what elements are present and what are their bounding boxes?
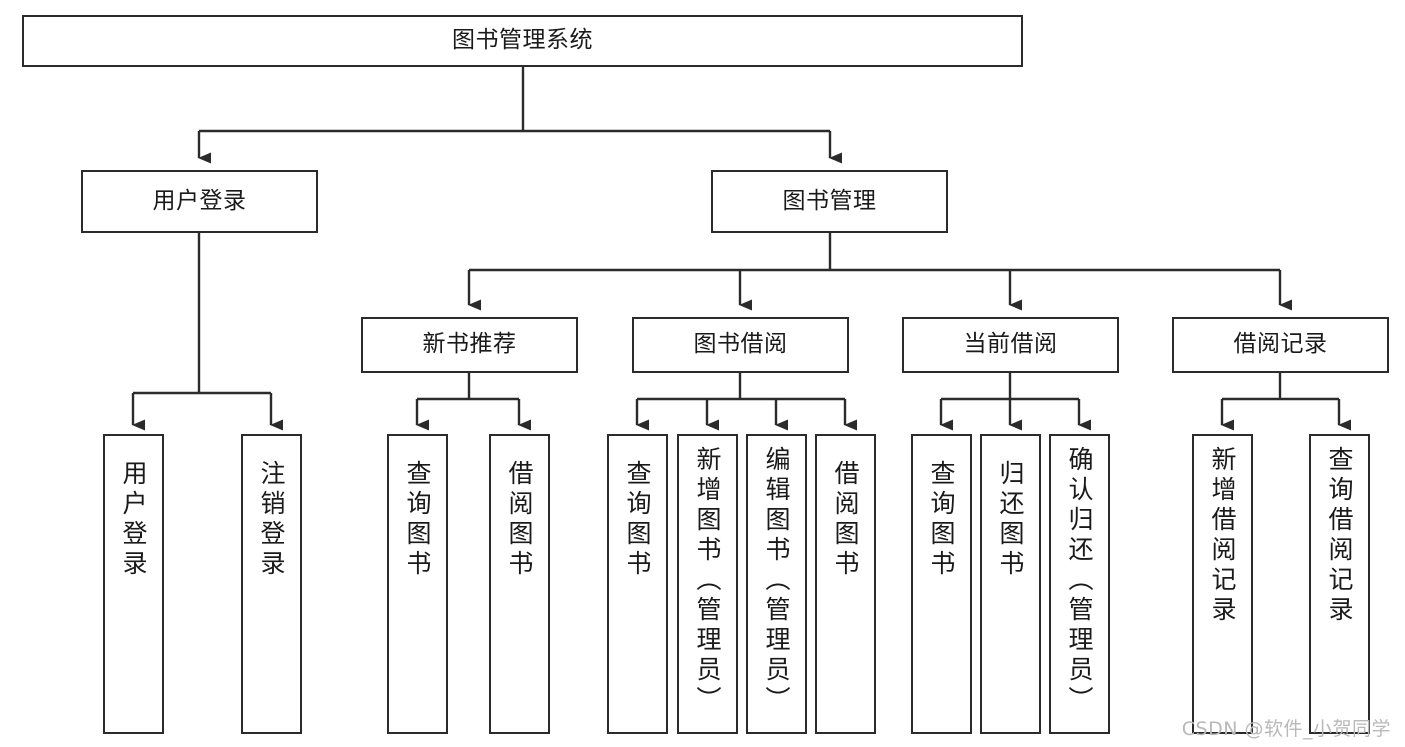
node-nbr-borrow[interactable]: 借阅图书 — [489, 434, 550, 734]
node-bb-borrow[interactable]: 借阅图书 — [815, 434, 876, 734]
node-bb-edit-label: 编辑图书（管理员） — [762, 446, 791, 716]
node-user-login-logout-label: 注销登录 — [257, 460, 286, 580]
node-root-label: 图书管理系统 — [452, 27, 593, 54]
node-br-query-label: 查询借阅记录 — [1325, 446, 1354, 626]
node-bb-edit[interactable]: 编辑图书（管理员） — [746, 434, 807, 734]
node-borrow-record[interactable]: 借阅记录 — [1172, 317, 1389, 373]
node-current-borrow-label: 当前借阅 — [963, 331, 1058, 358]
node-cb-return[interactable]: 归还图书 — [980, 434, 1041, 734]
node-bb-borrow-label: 借阅图书 — [831, 460, 860, 580]
node-root[interactable]: 图书管理系统 — [22, 15, 1023, 67]
node-user-login-login-label: 用户登录 — [119, 460, 148, 580]
node-current-borrow[interactable]: 当前借阅 — [902, 317, 1119, 373]
node-cb-query[interactable]: 查询图书 — [911, 434, 972, 734]
node-book-borrow[interactable]: 图书借阅 — [632, 317, 849, 373]
node-new-book-recommend-label: 新书推荐 — [422, 331, 517, 358]
node-br-add[interactable]: 新增借阅记录 — [1192, 434, 1253, 734]
node-user-login-logout[interactable]: 注销登录 — [241, 434, 302, 734]
node-user-login-label: 用户登录 — [152, 187, 247, 214]
node-new-book-recommend[interactable]: 新书推荐 — [361, 317, 578, 373]
node-bb-query[interactable]: 查询图书 — [607, 434, 668, 734]
csdn-watermark: CSDN @软件_小贺同学 — [1181, 718, 1391, 740]
node-br-add-label: 新增借阅记录 — [1208, 446, 1237, 626]
node-cb-query-label: 查询图书 — [927, 460, 956, 580]
node-book-management[interactable]: 图书管理 — [711, 170, 948, 233]
node-bb-add[interactable]: 新增图书（管理员） — [677, 434, 738, 734]
node-user-login[interactable]: 用户登录 — [81, 170, 318, 233]
node-book-management-label: 图书管理 — [782, 187, 877, 214]
node-book-borrow-label: 图书借阅 — [693, 331, 788, 358]
node-borrow-record-label: 借阅记录 — [1233, 331, 1328, 358]
node-nbr-query[interactable]: 查询图书 — [387, 434, 448, 734]
node-bb-query-label: 查询图书 — [623, 460, 652, 580]
node-br-query[interactable]: 查询借阅记录 — [1309, 434, 1370, 734]
node-cb-return-label: 归还图书 — [996, 460, 1025, 580]
node-user-login-login[interactable]: 用户登录 — [103, 434, 164, 734]
node-nbr-query-label: 查询图书 — [403, 460, 432, 580]
node-cb-confirm-label: 确认归还（管理员） — [1065, 446, 1094, 716]
node-cb-confirm[interactable]: 确认归还（管理员） — [1049, 434, 1110, 734]
node-nbr-borrow-label: 借阅图书 — [505, 460, 534, 580]
node-bb-add-label: 新增图书（管理员） — [693, 446, 722, 716]
